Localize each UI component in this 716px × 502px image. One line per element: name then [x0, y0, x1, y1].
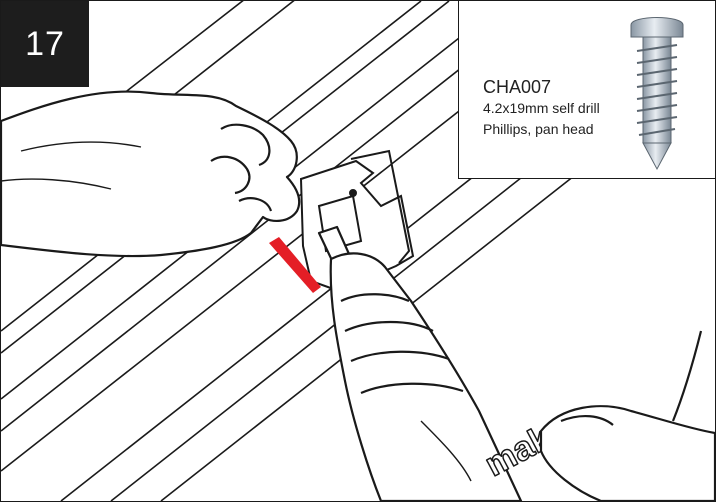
right-hand-icon [541, 331, 715, 501]
screw-icon [627, 11, 687, 171]
step-number-badge: 17 [1, 1, 89, 87]
part-code: CHA007 [483, 77, 551, 98]
part-head-type: Phillips, pan head [483, 121, 594, 137]
part-callout: CHA007 4.2x19mm self drill Phillips, pan… [458, 1, 715, 179]
drill-icon: mak [319, 227, 557, 501]
part-description: 4.2x19mm self drill [483, 100, 600, 116]
